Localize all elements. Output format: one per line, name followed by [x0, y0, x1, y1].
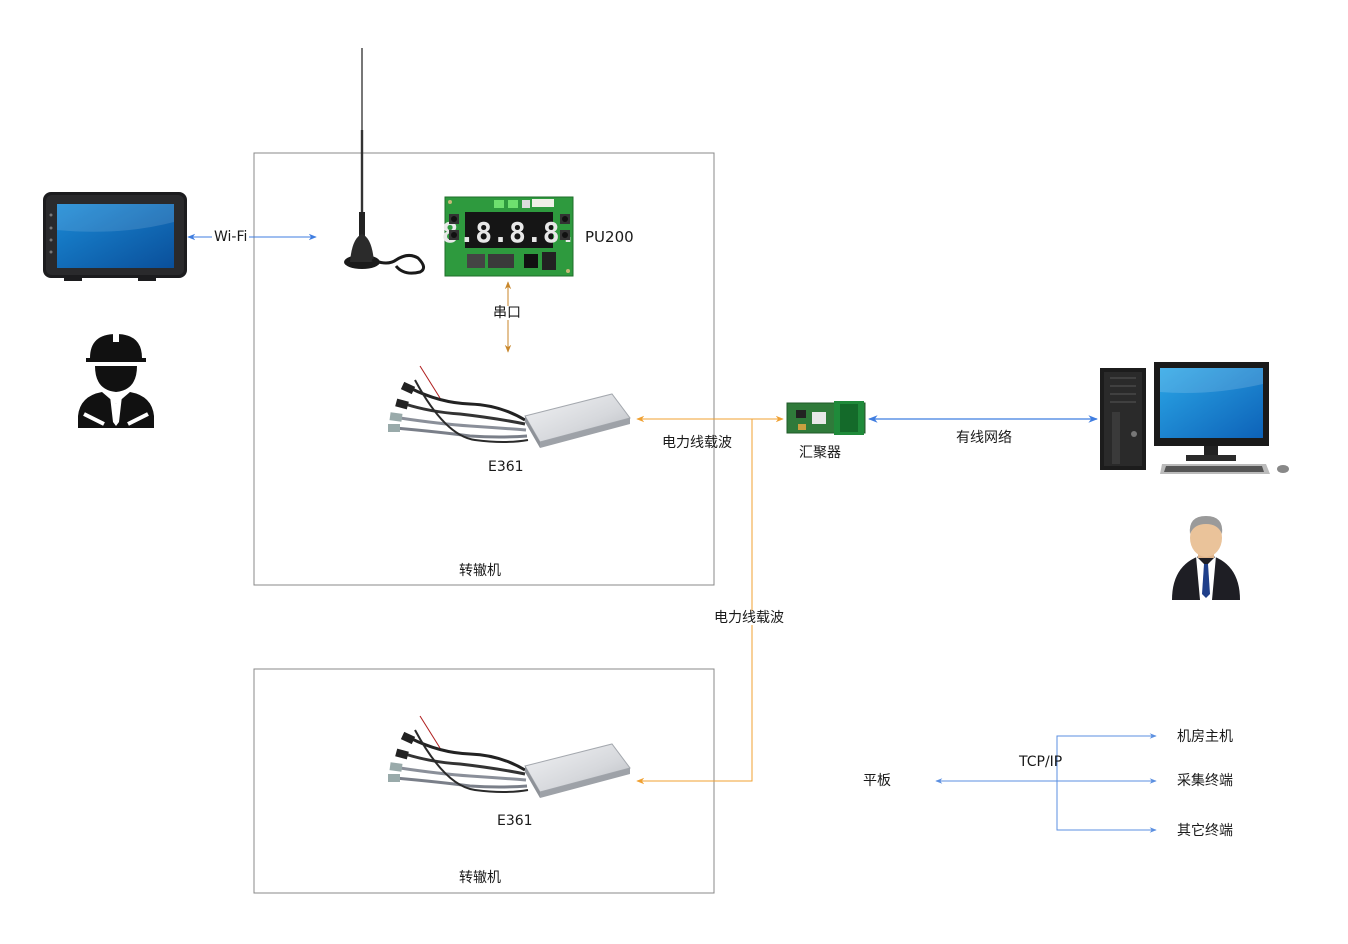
engineer-icon — [78, 332, 154, 428]
legend-tcpip-label: TCP/IP — [1019, 754, 1063, 770]
desktop-computer-icon — [1100, 362, 1289, 474]
businessman-icon — [1172, 516, 1240, 600]
e361-bottom-label: E361 — [497, 813, 533, 829]
plc-link-bottom-arrow — [636, 419, 753, 785]
plc-label-top: 电力线载波 — [662, 435, 732, 451]
wired-network-label: 有线网络 — [956, 430, 1012, 446]
pu200-label: PU200 — [585, 228, 634, 246]
antenna-icon — [344, 48, 425, 275]
legend-host-arrow — [1056, 733, 1157, 781]
wifi-label: Wi-Fi — [212, 229, 250, 245]
legend-other-arrow — [1056, 781, 1157, 833]
legend-tablet-label: 平板 — [863, 773, 891, 789]
e361-top-label: E361 — [488, 459, 524, 475]
pu200-display-digits: 8.8.8.8. — [442, 216, 577, 249]
sensor-module-icon-top — [388, 365, 631, 448]
plc-label-bottom: 电力线载波 — [712, 610, 786, 626]
circuit-board-icon: 8.8.8.8. — [442, 196, 577, 277]
legend-host-label: 机房主机 — [1177, 729, 1233, 745]
concentrator-board-icon — [786, 401, 866, 435]
frame-top-label: 转辙机 — [459, 563, 501, 579]
serial-label: 串口 — [491, 305, 523, 321]
machine-frame-top — [253, 152, 715, 586]
concentrator-label: 汇聚器 — [799, 445, 841, 461]
sensor-module-icon-bottom — [388, 715, 631, 798]
tablet-icon — [43, 192, 187, 281]
frame-bottom-label: 转辙机 — [459, 870, 501, 886]
legend-other-label: 其它终端 — [1177, 823, 1233, 839]
legend-collect-label: 采集终端 — [1177, 773, 1233, 789]
